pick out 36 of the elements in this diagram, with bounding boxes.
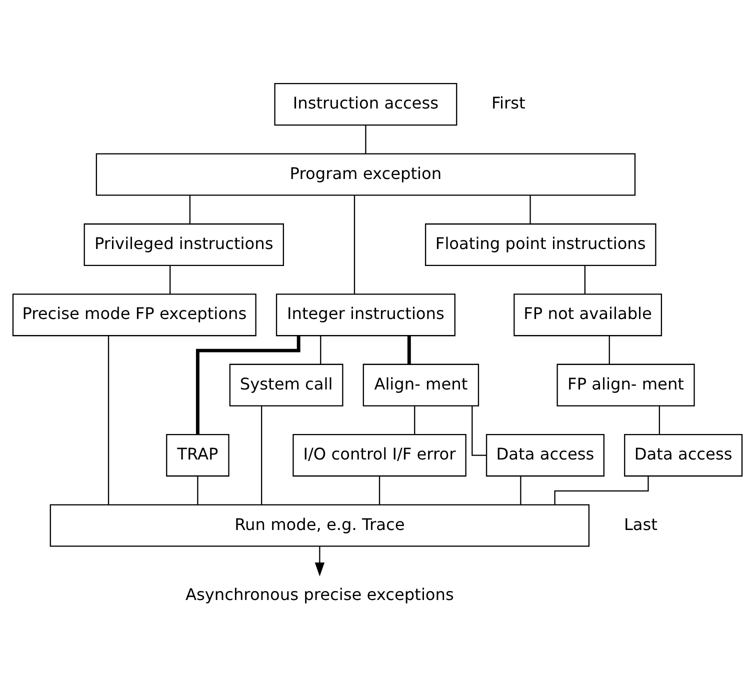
node-box: I/O control I/F error xyxy=(292,434,466,477)
connector xyxy=(189,196,190,224)
node-box: System call xyxy=(229,364,344,406)
node-box: Precise mode FP exceptions xyxy=(12,294,256,336)
node-box: Instruction access xyxy=(274,83,458,126)
connector xyxy=(530,196,531,224)
connector xyxy=(197,476,198,504)
connector xyxy=(378,476,380,504)
label: First xyxy=(491,94,526,113)
node-box: Floating point instructions xyxy=(424,223,656,266)
node-box: Data access xyxy=(624,434,743,477)
node-box: Run mode, e.g. Trace xyxy=(50,504,590,547)
node-box: TRAP xyxy=(166,434,230,477)
node-text: Asynchronous precise exceptions xyxy=(185,584,454,604)
node-box: Integer instructions xyxy=(276,294,456,336)
connector xyxy=(584,266,586,294)
node-box: FP align- ment xyxy=(556,364,695,406)
connector xyxy=(365,125,366,154)
arrow xyxy=(314,546,325,576)
connector xyxy=(108,336,110,505)
node-box: FP not available xyxy=(514,294,662,336)
label: Last xyxy=(624,514,658,534)
node-box: Data access xyxy=(486,434,604,477)
connector xyxy=(261,406,262,505)
connector xyxy=(414,406,416,434)
node-box: Privileged instructions xyxy=(84,223,284,266)
connector xyxy=(407,336,411,364)
connector xyxy=(658,406,660,434)
connector xyxy=(354,195,356,294)
connector xyxy=(520,476,522,504)
node-box: Align- ment xyxy=(362,364,480,406)
connector xyxy=(170,266,171,294)
connector xyxy=(608,336,610,364)
connector xyxy=(320,336,322,364)
node-box: Program exception xyxy=(96,153,636,196)
connector xyxy=(196,336,300,434)
